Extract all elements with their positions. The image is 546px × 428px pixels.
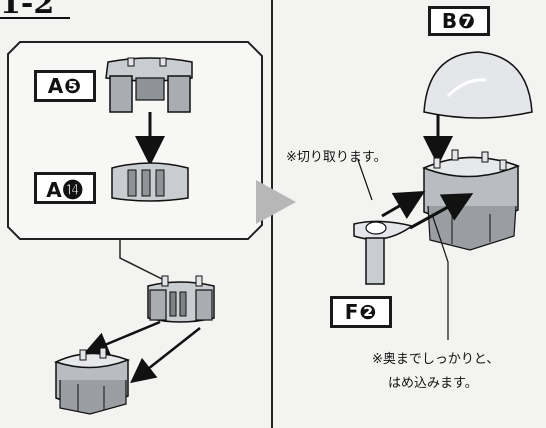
label-a14: A⓮ (34, 172, 96, 204)
label-b7: B❼ (428, 6, 490, 36)
part-assembled-bracket (147, 275, 215, 323)
step-arrow (256, 180, 296, 224)
arrow-bracket-to-base-2 (130, 327, 201, 384)
label-f2: F❷ (330, 296, 392, 328)
part-a14 (111, 162, 189, 202)
cut-note: ※切り取ります。 (286, 150, 387, 165)
insert-note-line1: ※奥までしっかりと、 (372, 352, 500, 367)
arrow-f2-to-cylinder-2 (409, 193, 474, 230)
label-a5: A❺ (34, 70, 96, 102)
cut-note-leader (357, 159, 373, 201)
part-cylinder-assembly (422, 149, 521, 251)
part-half-cylinder-base (53, 347, 131, 415)
step-number: 1-2 (0, 0, 55, 21)
leader-line (119, 239, 169, 283)
insert-note-leader (431, 213, 449, 340)
insert-note-line2: はめ込みます。 (388, 376, 478, 391)
part-a5 (105, 57, 193, 113)
part-f2-stand (353, 220, 414, 285)
arrow-f2-to-cylinder-1 (381, 190, 426, 220)
part-dome-b7 (423, 51, 533, 119)
arrow-bracket-to-base-1 (83, 320, 161, 356)
